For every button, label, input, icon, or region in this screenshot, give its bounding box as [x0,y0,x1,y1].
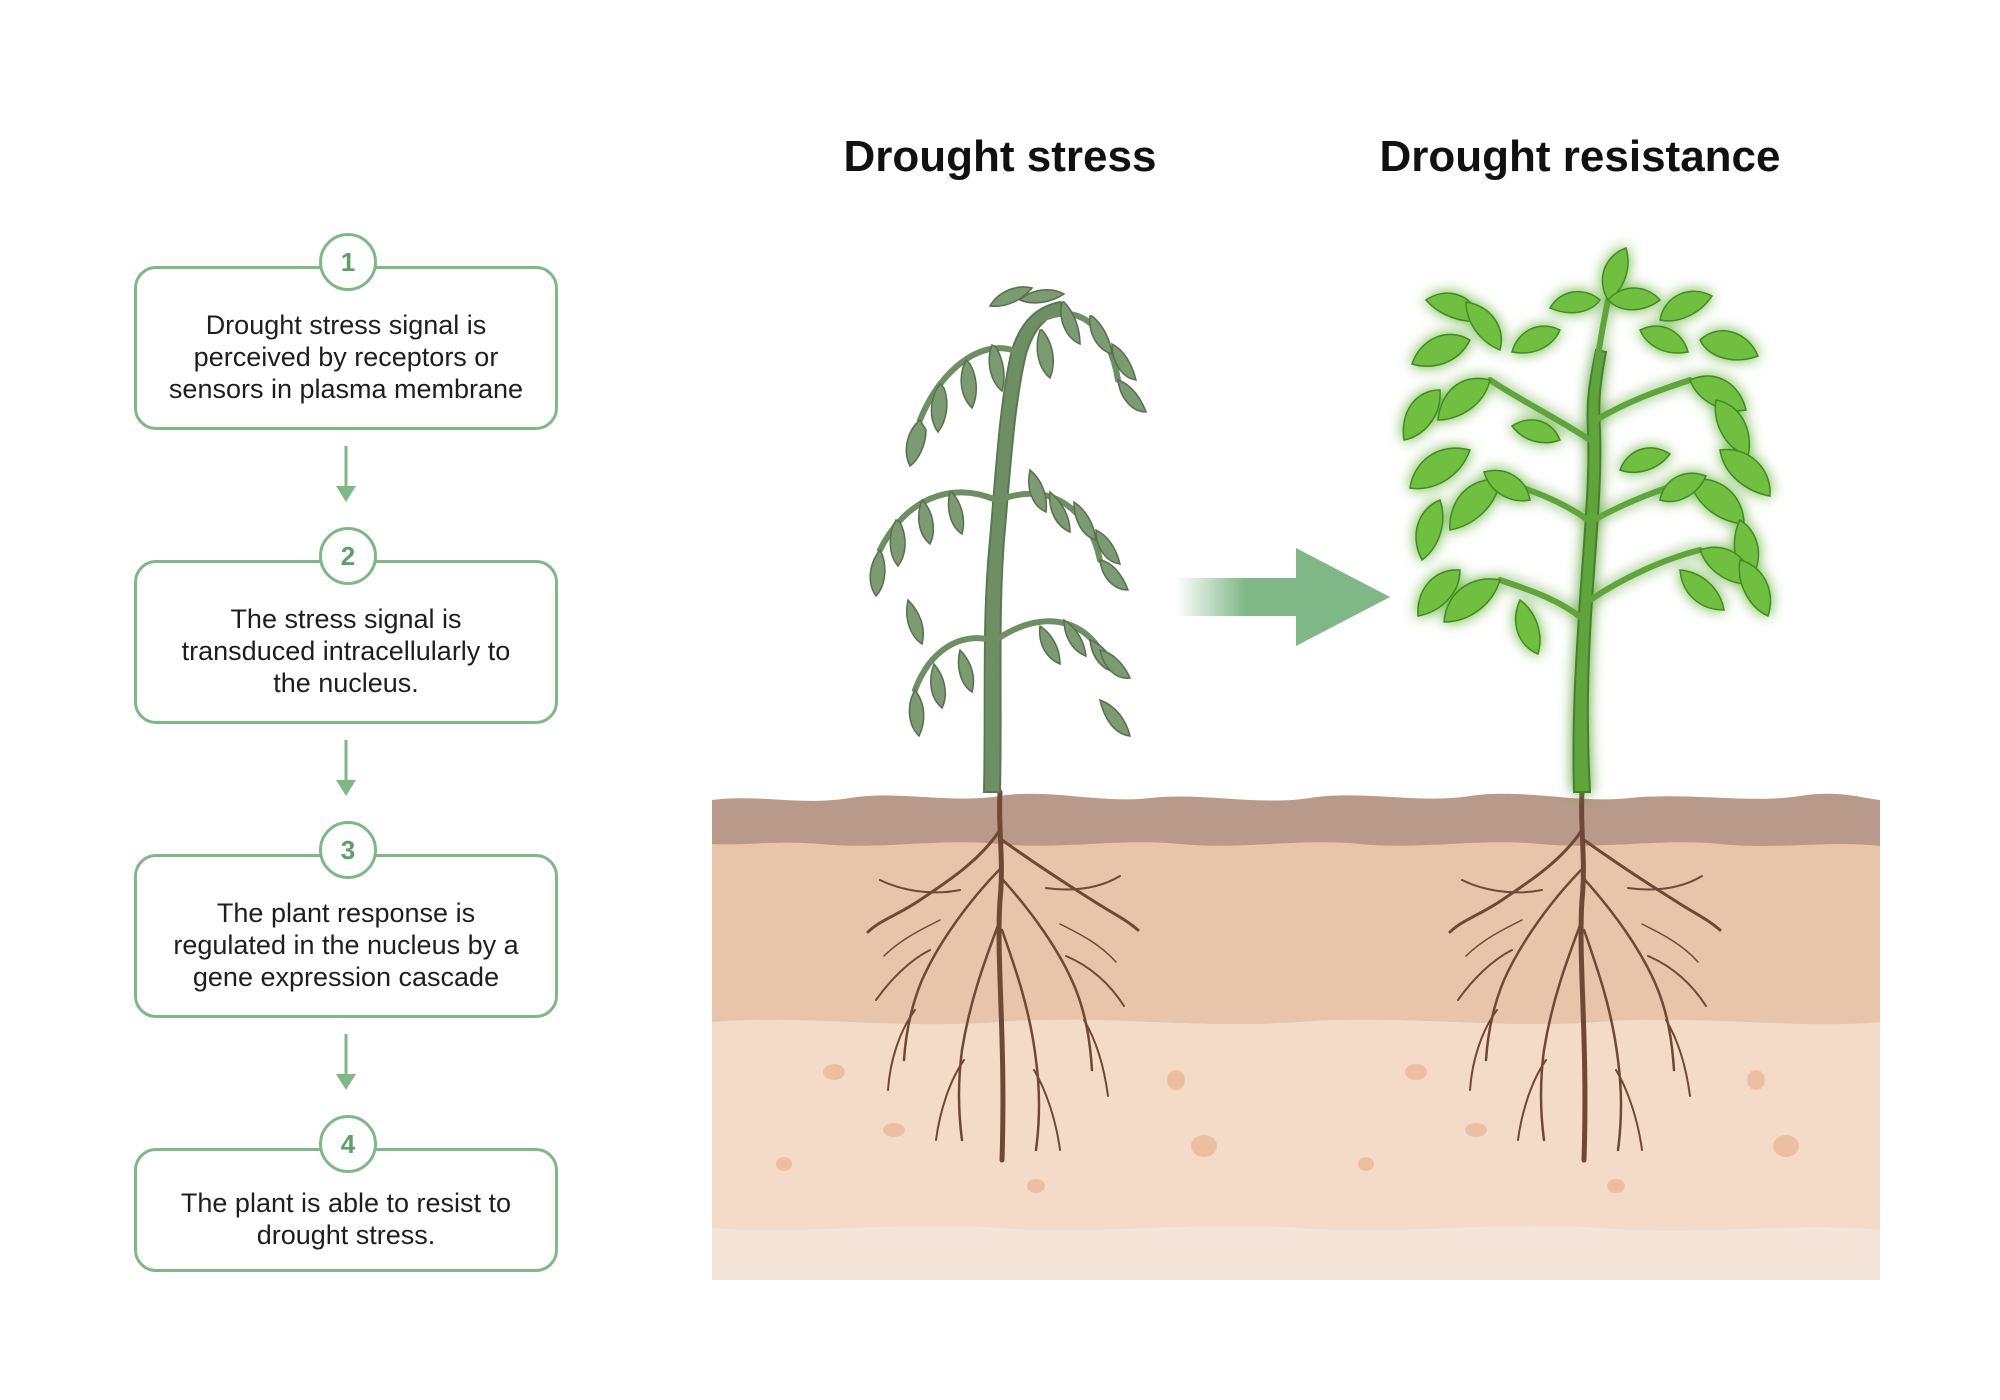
soil [712,793,1880,1280]
step-2-box: 2 The stress signal is transduced intrac… [134,527,558,724]
step-1-text: Drought stress signal is perceived by re… [168,310,524,404]
step-3-number: 3 [319,821,377,879]
wilted-plant [869,286,1148,793]
flow-arrow-1 [336,446,356,502]
healthy-plant [1402,247,1772,793]
step-2-number: 2 [319,527,377,585]
step-1-box: 1 Drought stress signal is perceived by … [134,233,558,430]
step-4-box: 4 The plant is able to resist to drought… [134,1115,558,1272]
soil-lower-layer [712,1017,1880,1231]
step-1-number: 1 [319,233,377,291]
step-2-text: The stress signal is transduced intracel… [181,604,511,698]
healthy-plant-roots [1448,789,1722,1163]
step-3-box: 3 The plant response is regulated in the… [134,821,558,1018]
flow-arrow-3 [336,1034,356,1090]
topsoil-layer [712,793,1880,846]
healthy-leaves [1402,247,1772,656]
soil-middle-layer [712,830,1880,1025]
drought-resistance-title: Drought resistance [1379,132,1781,181]
step-4-number: 4 [319,1115,377,1173]
wilted-plant-roots [866,789,1140,1163]
step-4-text: The plant is able to resist to drought s… [180,1188,512,1250]
wilted-leaves [869,286,1148,738]
step-3-text: The plant response is regulated in the n… [173,898,519,992]
transition-arrow [1176,548,1390,646]
flow-arrow-2 [336,740,356,796]
drought-stress-title: Drought stress [843,132,1157,181]
soil-pebbles [776,1064,1799,1193]
